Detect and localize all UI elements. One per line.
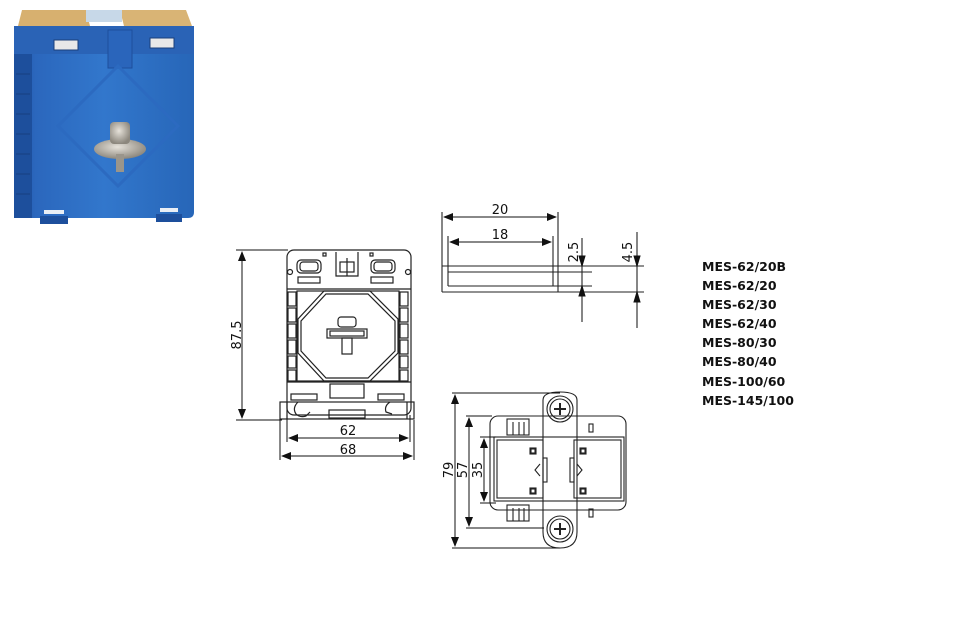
model-item: MES-80/40 bbox=[702, 354, 777, 370]
dim-thickness-4-5: 4.5 bbox=[621, 242, 636, 263]
product-photo bbox=[8, 4, 203, 232]
model-item: MES-62/30 bbox=[702, 297, 777, 313]
current-transformer-photo-icon bbox=[14, 10, 194, 224]
dim-height-57: 57 bbox=[456, 462, 471, 479]
side-view-dimensions bbox=[443, 213, 641, 303]
model-item: MES-62/20 bbox=[702, 278, 777, 294]
model-item: MES-62/20B bbox=[702, 259, 787, 274]
dim-width-62: 62 bbox=[340, 424, 357, 439]
front-view-dimensions bbox=[236, 249, 415, 460]
model-item: MES-100/60 bbox=[702, 373, 786, 389]
dim-height-87-5: 87.5 bbox=[230, 321, 245, 350]
dim-height-79: 79 bbox=[442, 462, 457, 479]
top-view-dimensions bbox=[451, 392, 560, 549]
model-item: MES-80/30 bbox=[702, 335, 777, 351]
front-view bbox=[279, 249, 415, 420]
dim-thickness-2-5: 2.5 bbox=[567, 242, 582, 263]
model-list: MES-62/20B MES-62/20 MES-62/30 MES-62/40… bbox=[702, 257, 794, 410]
top-view bbox=[489, 391, 627, 549]
side-view bbox=[441, 212, 644, 328]
dim-length-18: 18 bbox=[492, 228, 509, 243]
dim-height-35: 35 bbox=[471, 462, 486, 479]
model-item: MES-145/100 bbox=[702, 392, 794, 408]
model-item: MES-62/40 bbox=[702, 316, 777, 332]
dim-length-20: 20 bbox=[492, 203, 509, 218]
dim-width-68: 68 bbox=[340, 443, 357, 458]
